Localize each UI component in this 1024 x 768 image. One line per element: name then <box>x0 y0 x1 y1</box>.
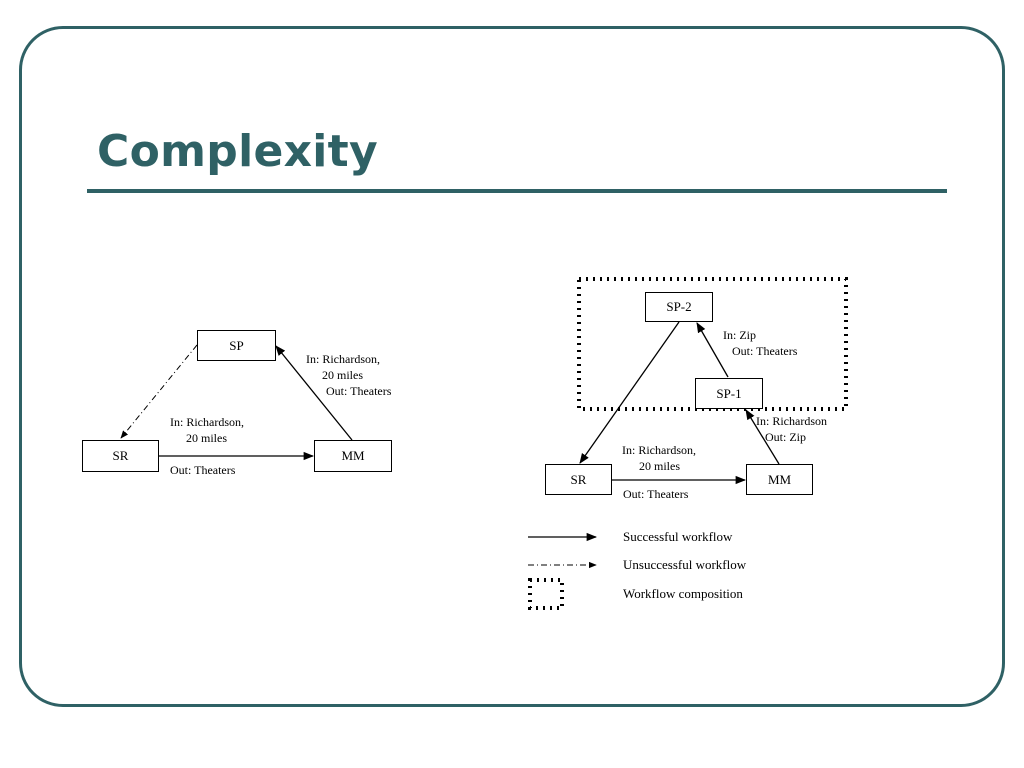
legend-composition-symbol <box>528 578 564 610</box>
arrow-sp-to-sr-unsuccessful <box>120 344 198 439</box>
legend-successful-label: Successful workflow <box>623 529 733 544</box>
arrow-mm-to-sp1 <box>745 409 780 465</box>
right-node-sp1: SP-1 <box>695 378 763 409</box>
right-mm-sp1-in-label: In: Richardson <box>756 414 827 428</box>
left-node-mm: MM <box>314 440 392 472</box>
left-node-sr: SR <box>82 440 159 472</box>
title-underline <box>87 189 947 193</box>
right-node-sr: SR <box>545 464 612 495</box>
left-sr-mm-in-label-2: 20 miles <box>186 431 227 445</box>
legend-unsuccessful-label: Unsuccessful workflow <box>623 557 747 572</box>
left-sr-mm-in-label-1: In: Richardson, <box>170 415 244 429</box>
right-sr-mm-in-label-1: In: Richardson, <box>622 443 696 457</box>
right-node-mm: MM <box>746 464 813 495</box>
right-node-sp2: SP-2 <box>645 292 713 322</box>
slide-frame <box>19 26 1005 707</box>
right-sr-mm-out-label: Out: Theaters <box>623 487 689 501</box>
left-mm-sp-out-label: Out: Theaters <box>326 384 392 398</box>
left-mm-sp-in-label-1: In: Richardson, <box>306 352 380 366</box>
left-mm-sp-in-label-2: 20 miles <box>322 368 363 382</box>
legend-composition-label: Workflow composition <box>623 586 743 601</box>
arrow-mm-to-sp <box>275 345 353 441</box>
right-sr-mm-in-label-2: 20 miles <box>639 459 680 473</box>
left-sr-mm-out-label: Out: Theaters <box>170 463 236 477</box>
arrow-sp2-to-sr <box>579 321 680 464</box>
right-sp1-sp2-in-label: In: Zip <box>723 328 756 342</box>
left-node-sp: SP <box>197 330 276 361</box>
composition-boundary <box>577 277 848 411</box>
slide-title: Complexity <box>97 126 378 177</box>
right-mm-sp1-out-label: Out: Zip <box>765 430 806 444</box>
right-sp1-sp2-out-label: Out: Theaters <box>732 344 798 358</box>
arrow-sp1-to-sp2 <box>696 322 729 378</box>
